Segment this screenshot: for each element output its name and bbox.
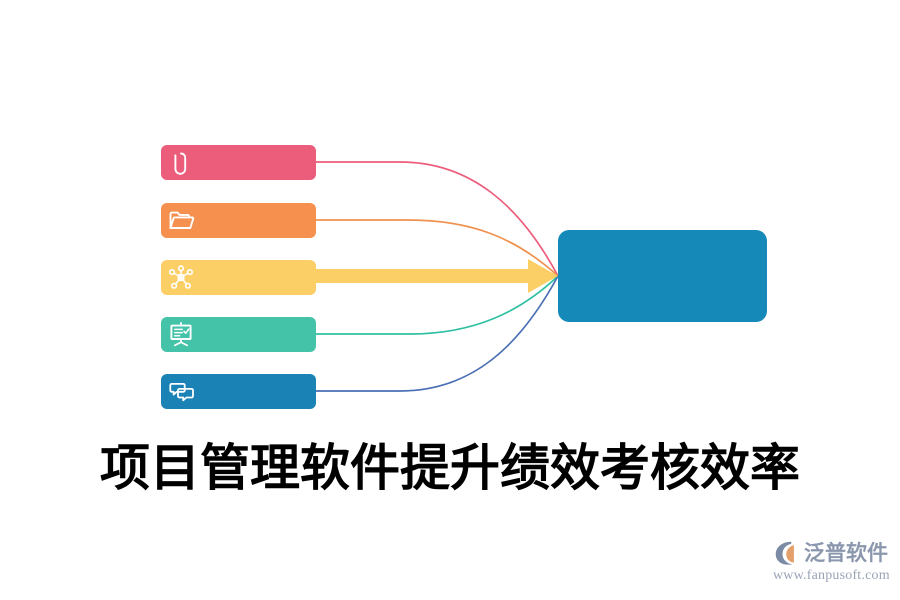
connector-line-communication bbox=[315, 275, 559, 392]
connector-line-documents bbox=[315, 219, 559, 277]
item-bar-communication[interactable] bbox=[161, 374, 316, 409]
item-bar-workflow[interactable] bbox=[161, 260, 316, 295]
logo-row: 泛普软件 bbox=[772, 537, 888, 569]
logo-url: www.fanpusoft.com bbox=[773, 568, 890, 583]
item-bar-attachments[interactable] bbox=[161, 145, 316, 180]
logo-name: 泛普软件 bbox=[804, 541, 888, 565]
item-bar-documents[interactable] bbox=[161, 203, 316, 238]
flow-arrow bbox=[316, 259, 558, 293]
brand-logo[interactable]: 泛普软件 www.fanpusoft.com bbox=[772, 537, 890, 589]
connector-line-reports bbox=[315, 275, 559, 335]
connector-lines bbox=[315, 161, 559, 392]
item-bars bbox=[161, 145, 316, 409]
hub-box[interactable] bbox=[558, 230, 767, 322]
connector-line-attachments bbox=[315, 161, 559, 277]
fanpu-logo-mark bbox=[775, 541, 794, 565]
page-headline: 项目管理软件提升绩效考核效率 bbox=[100, 439, 800, 497]
item-bar-reports[interactable] bbox=[161, 317, 316, 352]
